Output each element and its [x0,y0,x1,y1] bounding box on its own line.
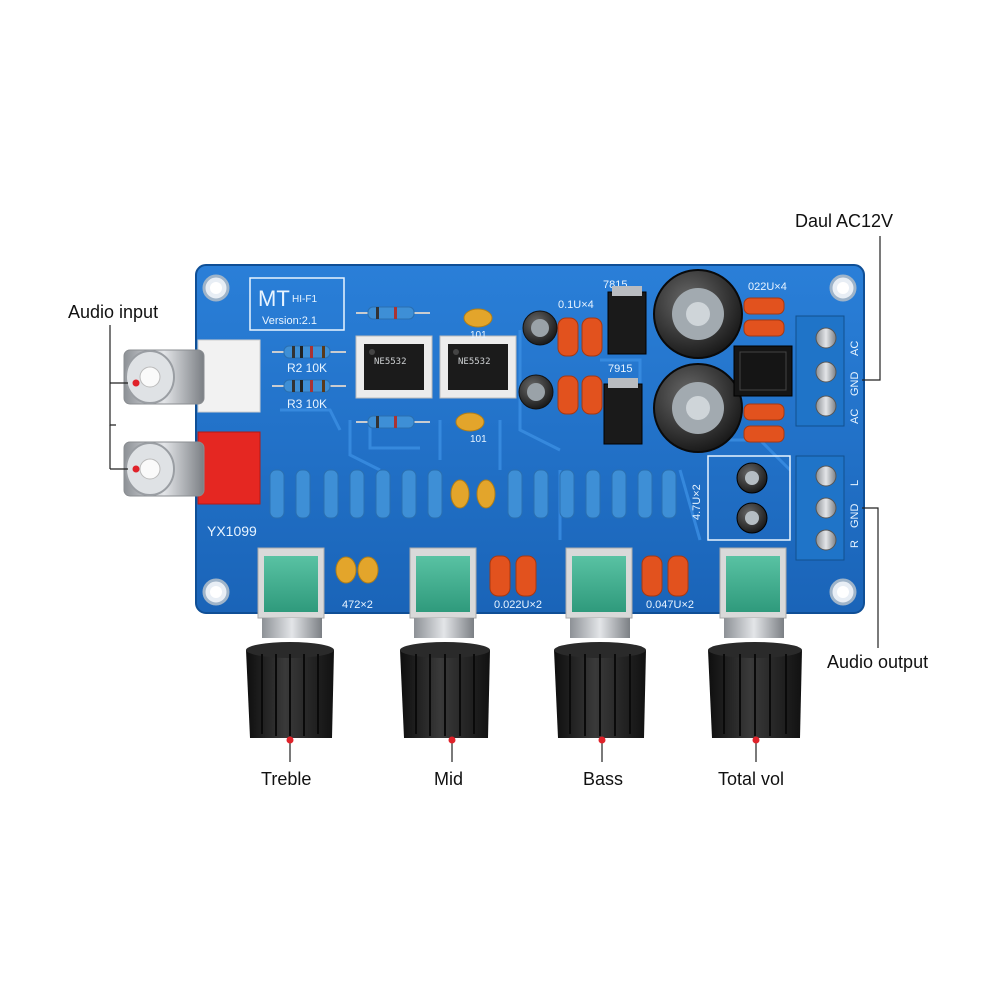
filter-capacitor [653,363,743,453]
cap-0047-label: 0.047U×2 [646,599,694,611]
cap-472-label: 472×2 [342,599,373,611]
callout-dots [132,379,760,744]
resistor-r2 [272,345,346,359]
version-label: Version:2.1 [262,315,317,327]
logo-sub: HI-F1 [292,294,317,305]
svg-text:101: 101 [470,434,487,445]
callout-mid: Mid [434,769,464,789]
reg-7915-label: 7915 [608,363,632,375]
opamp-chip-1: NE5532 [355,335,433,399]
ceramic-cap [335,479,496,584]
callout-dual-ac: Daul AC12V [795,211,894,231]
film-cap [743,297,785,315]
rca-jack-white[interactable] [123,339,261,413]
r2-label: R2 10K [287,361,327,375]
film-cap [667,555,689,597]
bridge-rectifier [733,345,793,397]
regulator-7815 [607,286,647,355]
film-cap [557,375,579,415]
model-label: YX1099 [207,523,257,539]
term-l: L [849,480,861,486]
cap-47u-label: 4.7U×2 [691,484,703,520]
callout-treble: Treble [261,769,312,789]
callout-audio-input: Audio input [68,302,159,322]
resistor-array [269,469,677,519]
resistor [356,306,430,320]
term-ac-a: AC [849,341,861,356]
resistor [356,415,430,429]
bass-potentiometer [565,547,633,638]
logo-main: MT [258,286,290,311]
filter-capacitor [653,269,743,359]
cap-0022-label: 0.022U×2 [494,599,542,611]
cap-022-label: 022U×4 [748,281,787,293]
film-cap [743,319,785,337]
film-cap [515,555,537,597]
opamp-chip-2: NE5532 [439,335,517,399]
r3-label: R3 10K [287,397,327,411]
callout-lines [109,236,881,762]
film-cap [743,425,785,443]
volume-knob[interactable] [708,642,802,738]
chip1-label: NE5532 [374,357,407,367]
volume-potentiometer [719,547,787,638]
treble-potentiometer [257,547,325,638]
mounting-hole [202,274,230,302]
film-cap [581,375,603,415]
output-cap-area [707,455,791,541]
film-cap [557,317,579,357]
callout-total-vol: Total vol [718,769,785,789]
term-ac-b: AC [849,409,861,424]
film-cap [641,555,663,597]
electrolytic-cap [518,374,554,410]
term-r: R [849,540,861,548]
bass-knob[interactable] [554,642,646,738]
mounting-hole [202,578,230,606]
rca-jack-red[interactable] [123,431,261,505]
chip2-label: NE5532 [458,357,491,367]
term-gnd-a: GND [849,372,861,397]
film-cap [743,403,785,421]
mounting-hole [829,578,857,606]
power-terminal-block[interactable]: AC GND AC [795,315,861,427]
callout-bass: Bass [583,769,624,789]
mid-potentiometer [409,547,477,638]
output-terminal-block[interactable]: L GND R [795,455,861,561]
callout-audio-output: Audio output [827,652,929,672]
film-cap [489,555,511,597]
treble-knob[interactable] [246,642,334,738]
ceramic-cap: 101 [455,412,487,445]
term-gnd-b: GND [849,504,861,529]
svg-text:101: 101 [470,330,487,341]
resistor-r3 [272,379,346,393]
mid-knob[interactable] [400,642,490,738]
cap-top-label: 0.1U×4 [558,299,594,311]
film-cap [581,317,603,357]
mounting-hole [829,274,857,302]
ceramic-cap: 101 [463,308,493,341]
electrolytic-cap [522,310,558,346]
regulator-7915 [603,378,643,445]
